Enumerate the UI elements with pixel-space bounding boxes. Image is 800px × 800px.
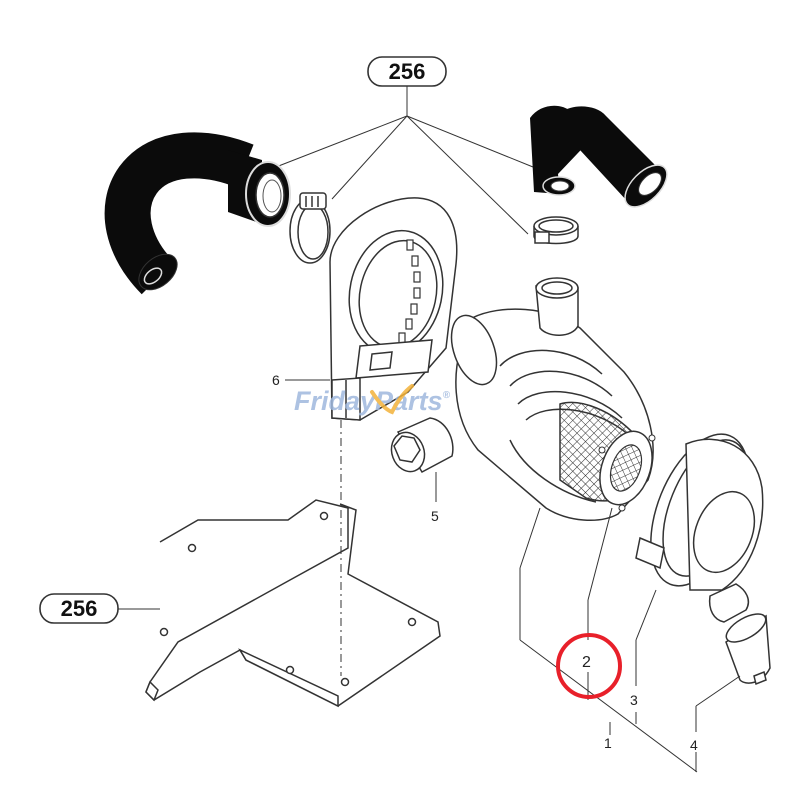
- rubber-valve: [725, 613, 771, 686]
- callout-256-top-leaders: [275, 86, 534, 235]
- watermark-text-a: Friday: [294, 386, 377, 416]
- watermark-mark: ®: [443, 390, 451, 401]
- svg-text:FridayParts®: FridayParts®: [294, 386, 451, 416]
- left-hose-clamp: [289, 192, 331, 264]
- assembly-leaders: [519, 507, 741, 773]
- part-3-label: 3: [630, 692, 638, 708]
- filter-element: [559, 401, 656, 512]
- part-4-label: 4: [690, 737, 698, 753]
- right-hose-clamp: [533, 216, 579, 245]
- callout-256-left-label: 256: [61, 596, 98, 621]
- mounting-bracket: [329, 197, 458, 421]
- part-5-label: 5: [431, 508, 439, 524]
- watermark: FridayParts®: [294, 384, 451, 416]
- part-5-callout: 5: [431, 472, 439, 524]
- restriction-indicator: [390, 417, 454, 473]
- callout-256-left: 256: [39, 593, 160, 624]
- bracket-strap-holes: [398, 239, 421, 344]
- part-2-label: 2: [582, 654, 591, 671]
- left-hose: [104, 132, 291, 295]
- part-6-label: 6: [272, 372, 280, 388]
- right-hose: [530, 105, 668, 208]
- callout-256-top: 256: [275, 56, 534, 235]
- part-1-label: 1: [604, 735, 612, 751]
- filter-cover: [635, 433, 764, 623]
- base-plate: [145, 499, 441, 708]
- highlight-ring-part-2: [556, 633, 622, 699]
- part-6-callout: 6: [272, 372, 330, 388]
- watermark-swoosh: [370, 384, 414, 415]
- callout-256-top-label: 256: [389, 59, 426, 84]
